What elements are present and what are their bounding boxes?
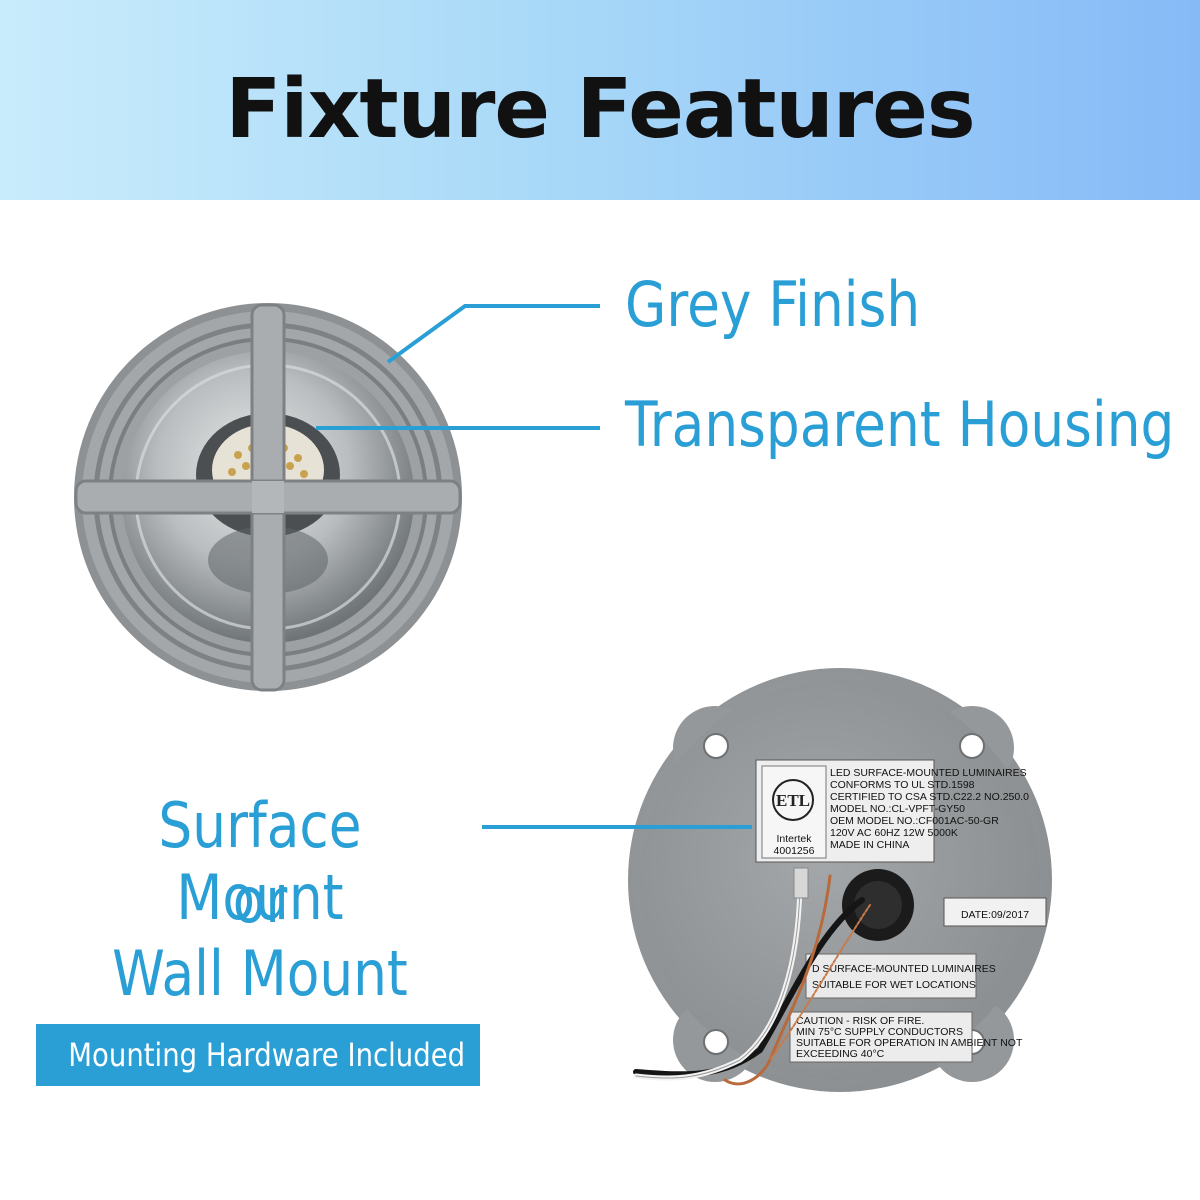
caution-line-4: EXCEEDING 40°C bbox=[796, 1048, 885, 1060]
fixture-back-image: ETL Intertek 4001256 LED SURFACE-MOUNTED… bbox=[628, 668, 1052, 1092]
mount-hole-top-left bbox=[703, 733, 729, 759]
caution-line-1: CAUTION - RISK OF FIRE. bbox=[796, 1015, 924, 1027]
rating-line-2: CONFORMS TO UL STD.1598 bbox=[830, 779, 975, 791]
svg-text:ETL: ETL bbox=[776, 791, 810, 810]
mount-hole-bottom-left bbox=[703, 1029, 729, 1055]
date-label bbox=[943, 897, 1047, 927]
wet-label-line-1: D SURFACE-MOUNTED LUMINAIRES bbox=[812, 963, 996, 975]
transparent-housing-label: Transparent Housing bbox=[625, 388, 1175, 461]
grey-finish-callout-line bbox=[386, 304, 600, 364]
surface-mount-label: Surface Mount bbox=[158, 789, 362, 934]
cert-brand: Intertek bbox=[776, 833, 812, 845]
page-title: Fixture Features bbox=[225, 62, 975, 157]
wet-location-label bbox=[805, 953, 977, 999]
rating-line-5: OEM MODEL NO.:CF001AC-50-GR bbox=[830, 815, 999, 827]
mounting-hardware-badge: Mounting Hardware Included bbox=[36, 1024, 480, 1086]
rating-line-3: CERTIFIED TO CSA STD.C22.2 NO.250.0 bbox=[830, 791, 1029, 803]
grey-finish-label: Grey Finish bbox=[625, 268, 921, 341]
etl-mark-box bbox=[761, 765, 827, 859]
or-label: or bbox=[232, 864, 288, 937]
rating-line-1: LED SURFACE-MOUNTED LUMINAIRES bbox=[830, 767, 1027, 779]
header-banner: Fixture Features bbox=[0, 0, 1200, 200]
mounting-hardware-text: Mounting Hardware Included bbox=[68, 1036, 466, 1074]
wall-mount-label: Wall Mount bbox=[112, 937, 408, 1010]
rating-line-6: 120V AC 60HZ 12W 5000K bbox=[830, 827, 958, 839]
cert-number: 4001256 bbox=[774, 845, 815, 857]
etl-logo-icon bbox=[772, 779, 814, 821]
wet-label-line-2: SUITABLE FOR WET LOCATIONS bbox=[812, 979, 976, 991]
caution-label bbox=[789, 1011, 973, 1063]
caution-line-3: SUITABLE FOR OPERATION IN AMBIENT NOT bbox=[796, 1037, 1023, 1049]
rating-line-7: MADE IN CHINA bbox=[830, 839, 909, 851]
lead-wires bbox=[633, 873, 871, 1086]
date-text: DATE:09/2017 bbox=[961, 909, 1029, 921]
rating-line-4: MODEL NO.:CL-VPFT-GY50 bbox=[830, 803, 965, 815]
mount-hole-top-right bbox=[959, 733, 985, 759]
fixture-front-image bbox=[74, 303, 462, 692]
caution-line-2: MIN 75°C SUPPLY CONDUCTORS bbox=[796, 1026, 963, 1038]
